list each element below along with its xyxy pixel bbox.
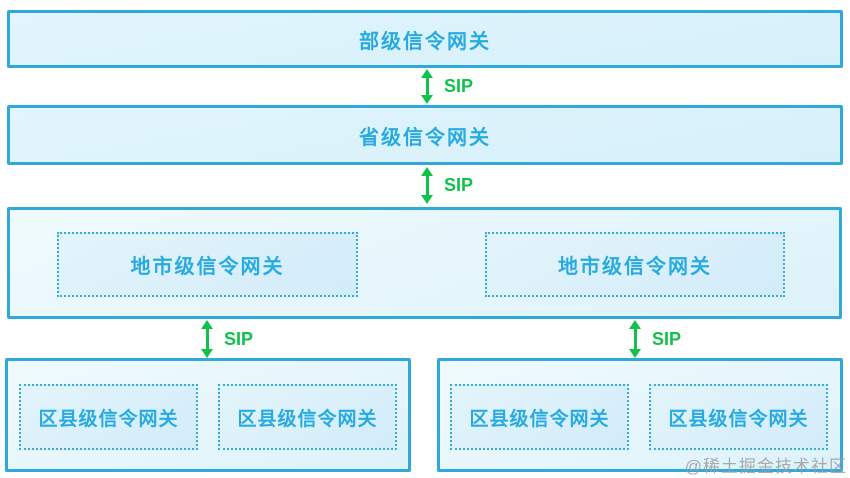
node-city-signaling-gateway-2: 地市级信令网关 — [485, 232, 785, 297]
watermark-text: @稀土掘金技术社区 — [684, 457, 847, 476]
node-province-signaling-gateway: 省级信令网关 — [7, 105, 843, 165]
node-label: 省级信令网关 — [359, 126, 491, 149]
city-gateway-group: 地市级信令网关 地市级信令网关 — [7, 207, 842, 319]
node-label: 区县级信令网关 — [237, 408, 378, 430]
double-arrow-icon — [628, 320, 642, 358]
node-label: 区县级信令网关 — [38, 408, 179, 430]
node-county-signaling-gateway-1: 区县级信令网关 — [19, 384, 198, 450]
node-label: 地市级信令网关 — [558, 256, 712, 278]
double-arrow-icon — [420, 167, 434, 204]
double-arrow-icon — [420, 69, 434, 104]
node-label: 区县级信令网关 — [668, 408, 809, 430]
county-gateway-group-right: 区县级信令网关 区县级信令网关 — [437, 358, 843, 472]
node-county-signaling-gateway-3: 区县级信令网关 — [450, 384, 629, 450]
node-city-signaling-gateway-1: 地市级信令网关 — [57, 232, 358, 297]
node-label: 区县级信令网关 — [469, 408, 610, 430]
connector-province-city: SIP — [420, 167, 473, 204]
sip-protocol-label: SIP — [224, 328, 254, 349]
node-ministry-signaling-gateway: 部级信令网关 — [7, 10, 843, 68]
sip-protocol-label: SIP — [652, 328, 682, 349]
sip-protocol-label: SIP — [444, 175, 474, 195]
node-label: 部级信令网关 — [359, 30, 491, 53]
node-label: 地市级信令网关 — [130, 256, 285, 278]
sip-protocol-label: SIP — [444, 76, 474, 96]
connector-city-county-left: SIP — [200, 320, 253, 358]
connector-city-county-right: SIP — [628, 320, 681, 358]
connector-ministry-province: SIP — [420, 69, 473, 104]
double-arrow-icon — [200, 320, 214, 358]
node-county-signaling-gateway-2: 区县级信令网关 — [218, 384, 397, 450]
node-county-signaling-gateway-4: 区县级信令网关 — [649, 384, 828, 450]
county-gateway-group-left: 区县级信令网关 区县级信令网关 — [5, 358, 411, 472]
